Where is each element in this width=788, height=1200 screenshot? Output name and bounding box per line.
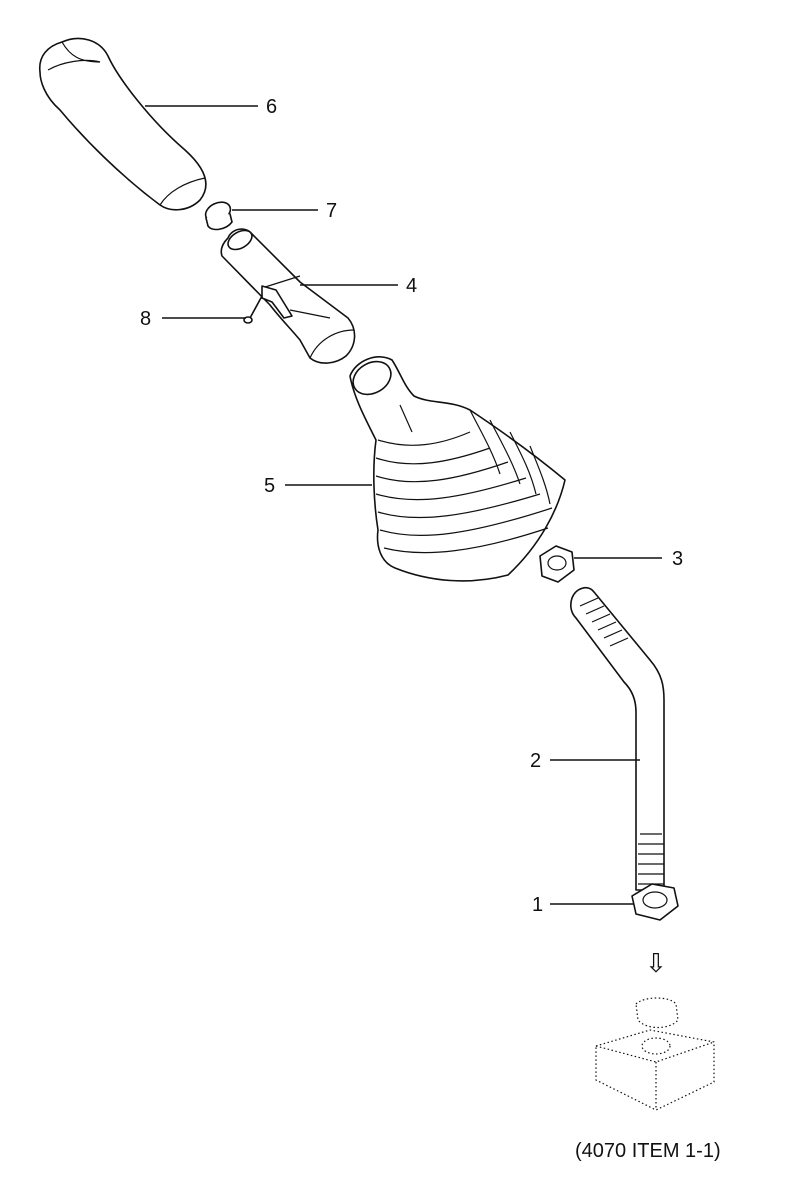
callout-5: 5 (264, 475, 372, 497)
part-1-nut (631, 883, 679, 921)
callout-label-8: 8 (140, 308, 151, 330)
callout-2: 2 (530, 750, 640, 772)
part-5-boot (349, 356, 566, 582)
callout-6: 6 (145, 96, 277, 118)
part-3-nut (539, 545, 575, 583)
callout-label-7: 7 (326, 200, 337, 222)
callout-7: 7 (232, 200, 337, 222)
part-2-lever-rod (570, 586, 665, 891)
callout-4: 4 (300, 275, 417, 297)
callout-label-6: 6 (266, 96, 277, 118)
part-4-shaft (220, 228, 356, 364)
callout-1: 1 (532, 894, 634, 916)
reference-note: (4070 ITEM 1-1) (575, 1140, 721, 1162)
reference-mount-block (595, 997, 715, 1111)
callout-label-2: 2 (530, 750, 541, 772)
part-6-knob (38, 37, 207, 211)
callout-3: 3 (574, 548, 683, 570)
callout-label-4: 4 (406, 275, 417, 297)
down-arrow-icon: ⇩ (645, 949, 667, 979)
callout-label-3: 3 (672, 548, 683, 570)
callout-8: 8 (140, 308, 246, 330)
callout-label-1: 1 (532, 894, 543, 916)
callout-label-5: 5 (264, 475, 275, 497)
part-8-screw (243, 285, 293, 324)
part-7-cap (204, 201, 233, 231)
